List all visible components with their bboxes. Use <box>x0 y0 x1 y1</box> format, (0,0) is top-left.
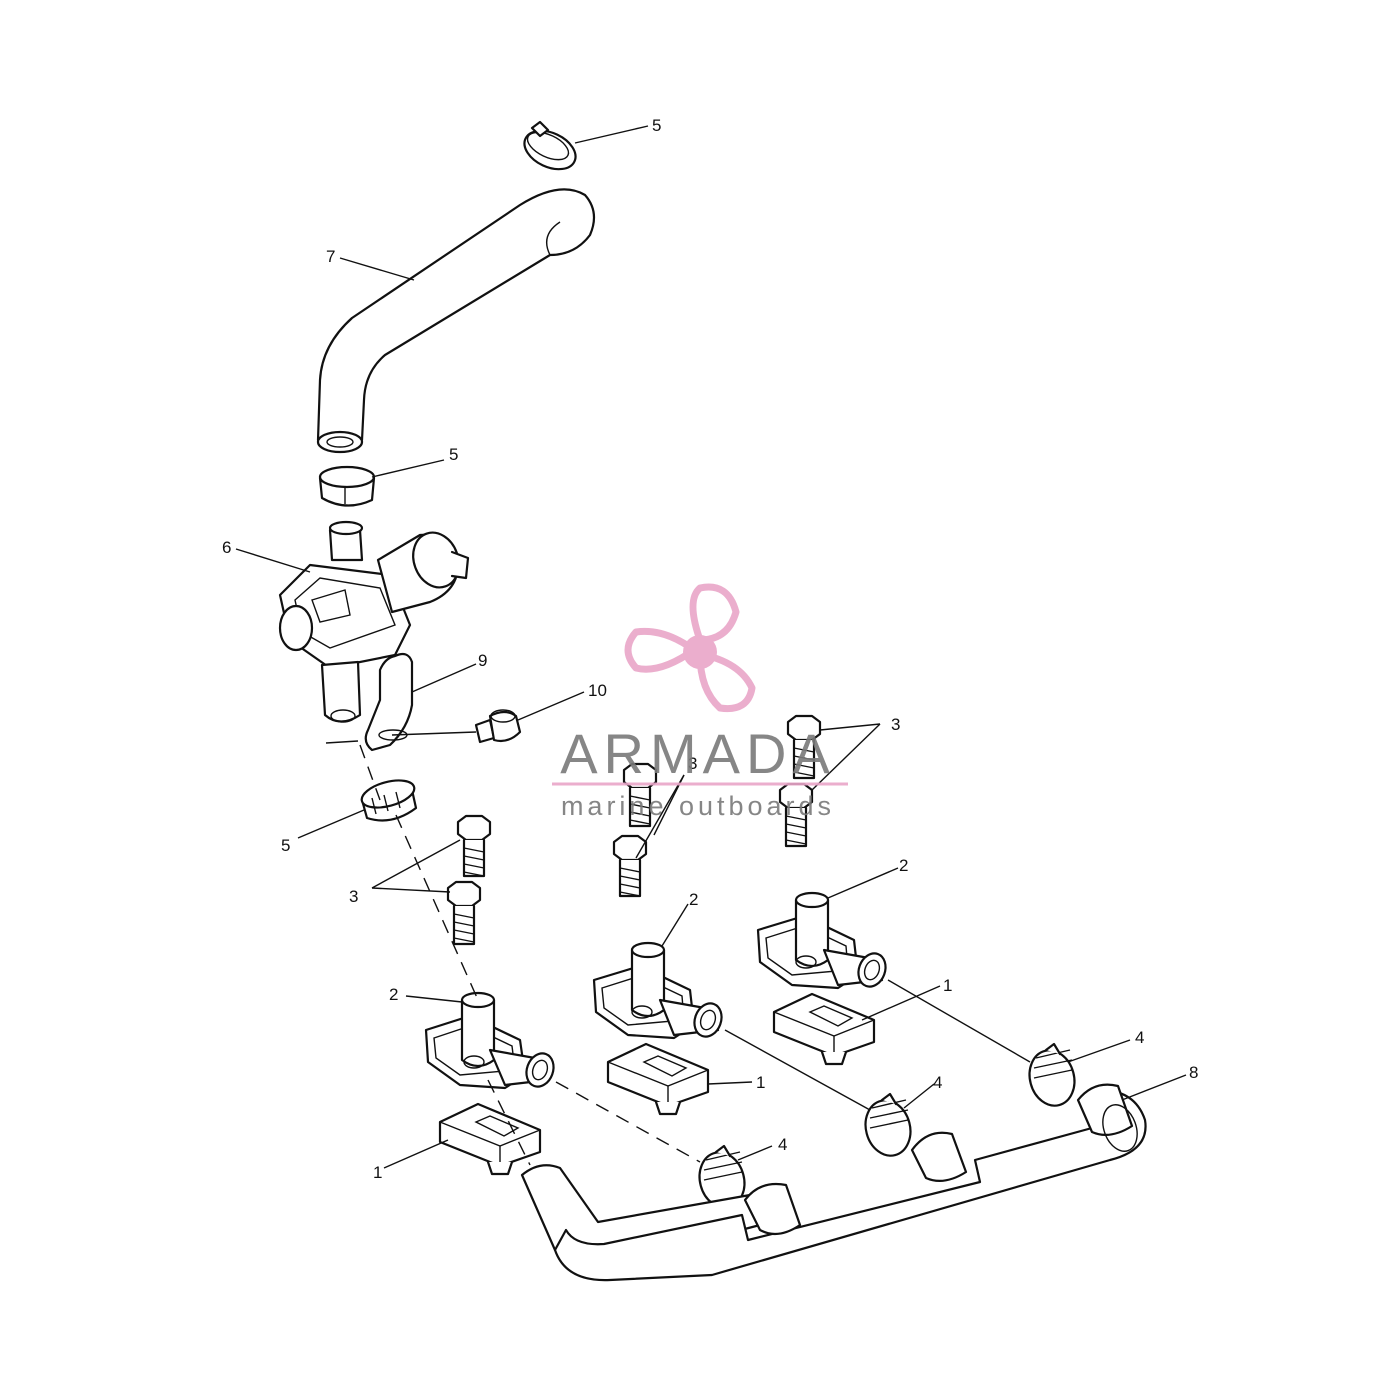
hose-8 <box>520 1083 1147 1282</box>
bolt-3-d <box>612 834 648 898</box>
callout-6: 6 <box>222 538 231 557</box>
callout-7: 7 <box>326 247 335 266</box>
clamp-5-middle <box>318 465 376 507</box>
clamp-4-c <box>1028 1042 1076 1107</box>
bolt-3-f <box>778 782 814 848</box>
watermark-brand: ARMADA <box>560 722 836 785</box>
callout-1-left: 1 <box>373 1163 382 1182</box>
callout-9: 9 <box>478 651 487 670</box>
callout-2-right: 2 <box>899 856 908 875</box>
hose-7 <box>316 188 596 454</box>
elbow-2-b <box>592 941 723 1040</box>
leader-lines <box>235 125 1187 1169</box>
callout-4-center: 4 <box>933 1073 942 1092</box>
callout-labels: 5 7 5 6 9 10 5 3 3 3 2 2 2 1 1 1 4 4 4 8 <box>222 116 1198 1182</box>
callout-1-right: 1 <box>943 976 952 995</box>
gasket-1-c <box>772 992 876 1066</box>
callout-10: 10 <box>588 681 607 700</box>
bolt-3-a <box>456 814 492 878</box>
watermark-tagline: marine outboards <box>561 791 835 821</box>
callout-4-right: 4 <box>1135 1028 1144 1047</box>
bolt-3-e <box>786 714 822 780</box>
callout-8: 8 <box>1189 1063 1198 1082</box>
callout-5-top: 5 <box>652 116 661 135</box>
callout-5-middle: 5 <box>449 445 458 464</box>
assembly-lines <box>325 740 1031 1166</box>
clamp-5-lower <box>360 779 418 822</box>
gasket-1-b <box>606 1042 710 1116</box>
callout-4-left: 4 <box>778 1135 787 1154</box>
bracket-9 <box>364 652 414 752</box>
elbow-2-c <box>756 891 887 990</box>
clamp-5-top <box>523 120 577 171</box>
callout-3-right: 3 <box>891 715 900 734</box>
callout-3-left: 3 <box>349 887 358 906</box>
bolt-3-c <box>622 762 658 828</box>
elbow-2-a <box>424 991 555 1090</box>
propeller-icon <box>624 583 756 713</box>
watermark: ARMADA marine outboards <box>552 583 848 821</box>
gasket-1-a <box>438 1102 542 1176</box>
clamp-4-b <box>864 1092 912 1157</box>
bolt-3-b <box>446 880 482 946</box>
callout-3-center: 3 <box>688 754 697 773</box>
callout-1-center: 1 <box>756 1073 765 1092</box>
bolt-10 <box>474 709 522 744</box>
callout-5-lower: 5 <box>281 836 290 855</box>
callout-2-left: 2 <box>389 985 398 1004</box>
callout-2-center: 2 <box>689 890 698 909</box>
valve-6 <box>278 520 470 723</box>
